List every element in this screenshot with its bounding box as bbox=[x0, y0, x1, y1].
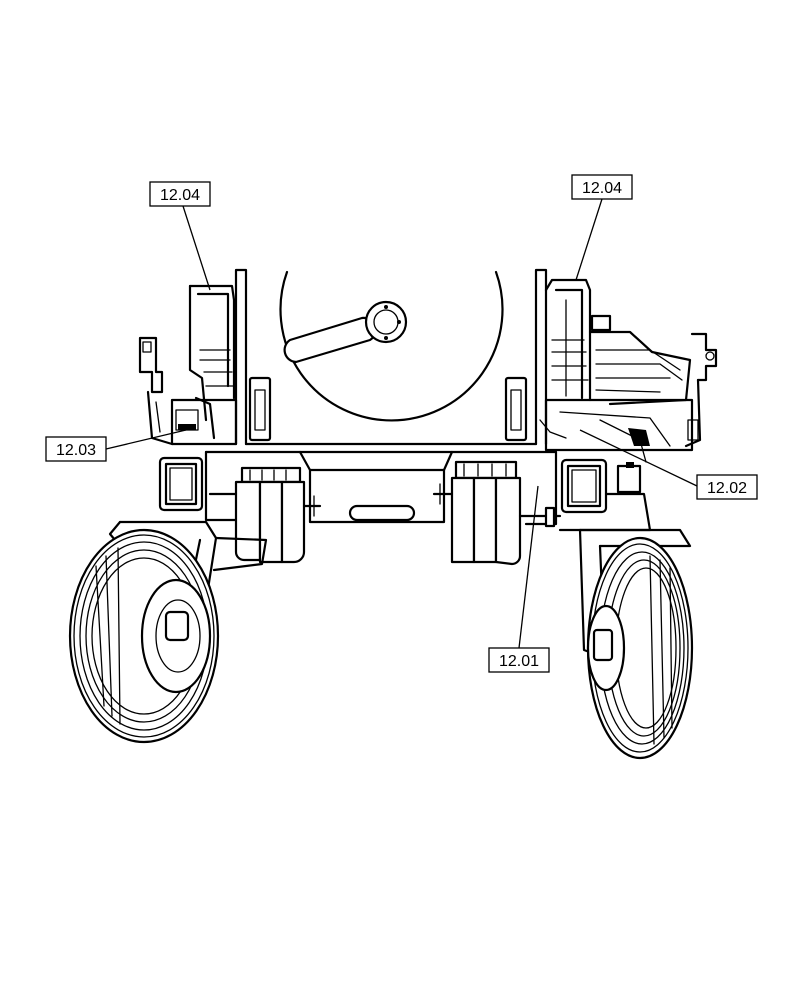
right-pump-block bbox=[432, 460, 562, 566]
right-upper-structure bbox=[539, 278, 718, 463]
leader-12-03 bbox=[105, 429, 187, 450]
callout-12-03-box bbox=[45, 436, 107, 462]
right-tire bbox=[586, 536, 694, 760]
callout-12-03: 12.03 bbox=[56, 442, 96, 459]
tank bbox=[234, 268, 548, 446]
callout-12-04-right-box bbox=[571, 174, 633, 200]
callout-12-02-box bbox=[696, 474, 758, 500]
callout-12-01: 12.01 bbox=[499, 653, 539, 670]
leader-12-01 bbox=[518, 485, 539, 649]
left-upper-structure bbox=[138, 284, 238, 446]
leader-12-02 bbox=[579, 429, 698, 487]
callouts: 12.04 12.04 12.03 12.02 12.01 bbox=[45, 174, 758, 673]
left-pump-block bbox=[208, 466, 322, 564]
callout-12-02: 12.02 bbox=[707, 480, 747, 497]
leader-12-04-right bbox=[575, 198, 603, 281]
main-frame bbox=[158, 450, 652, 532]
callout-12-04-left: 12.04 bbox=[160, 187, 200, 204]
callout-12-04-right: 12.04 bbox=[582, 180, 622, 197]
left-tire bbox=[68, 528, 220, 744]
callout-12-01-box bbox=[488, 647, 550, 673]
right-wheel-assembly bbox=[578, 528, 694, 760]
left-wheel-assembly bbox=[68, 520, 268, 744]
leader-12-04-left bbox=[182, 205, 211, 291]
callout-12-04-left-box bbox=[149, 181, 211, 207]
